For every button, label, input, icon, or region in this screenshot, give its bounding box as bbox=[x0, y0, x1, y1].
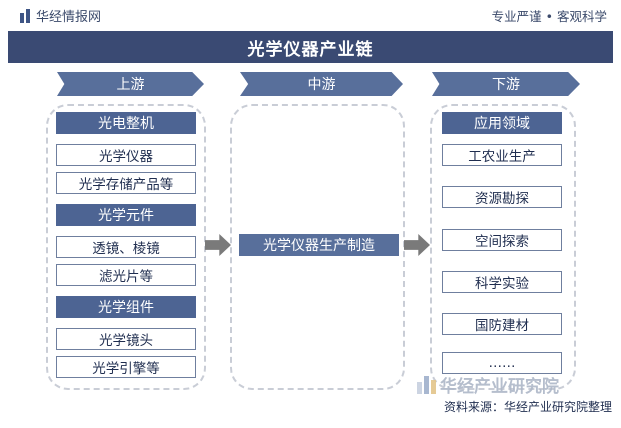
arrow-right-icon bbox=[205, 234, 231, 256]
upstream-item: 滤光片等 bbox=[56, 264, 196, 286]
downstream-item: 国防建材 bbox=[442, 313, 562, 335]
downstream-item: 工农业生产 bbox=[442, 144, 562, 166]
downstream-item: 科学实验 bbox=[442, 271, 562, 293]
upstream-item: 光学引擎等 bbox=[56, 356, 196, 378]
arrow-right-icon bbox=[404, 234, 430, 256]
upstream-item: 光学镜头 bbox=[56, 328, 196, 350]
watermark-text: 华经产业研究院 bbox=[440, 377, 559, 397]
downstream-item: 资源勘探 bbox=[442, 186, 562, 208]
brand-name: 华经情报网 bbox=[36, 10, 102, 25]
upstream-item: 光学仪器 bbox=[56, 144, 196, 166]
downstream-item: …… bbox=[442, 352, 562, 374]
watermark-logo-icon bbox=[417, 375, 436, 394]
top-bar: 华经情报网 专业严谨 • 客观科学 bbox=[0, 0, 621, 31]
upstream-item: 光学存储产品等 bbox=[56, 172, 196, 194]
upstream-item: 透镜、棱镜 bbox=[56, 236, 196, 258]
downstream-item: 空间探索 bbox=[442, 229, 562, 251]
stage-midstream-header: 中游 bbox=[240, 72, 403, 96]
upstream-category: 光电整机 bbox=[56, 112, 196, 134]
source-note: 资料来源：华经产业研究院整理 bbox=[443, 400, 612, 414]
slogan: 专业严谨 • 客观科学 bbox=[491, 9, 607, 24]
stage-downstream-header: 下游 bbox=[432, 72, 580, 96]
brand: 华经情报网 bbox=[20, 6, 101, 25]
midstream-item: 光学仪器生产制造 bbox=[239, 234, 399, 256]
brand-logo-icon bbox=[20, 8, 30, 23]
downstream-frame bbox=[430, 104, 576, 390]
stage-upstream-header: 上游 bbox=[57, 72, 204, 96]
watermark: 华经产业研究院 bbox=[417, 372, 559, 397]
upstream-category: 光学元件 bbox=[56, 204, 196, 226]
downstream-category: 应用领域 bbox=[442, 112, 562, 134]
page-title: 光学仪器产业链 bbox=[8, 31, 613, 63]
upstream-category: 光学组件 bbox=[56, 296, 196, 318]
